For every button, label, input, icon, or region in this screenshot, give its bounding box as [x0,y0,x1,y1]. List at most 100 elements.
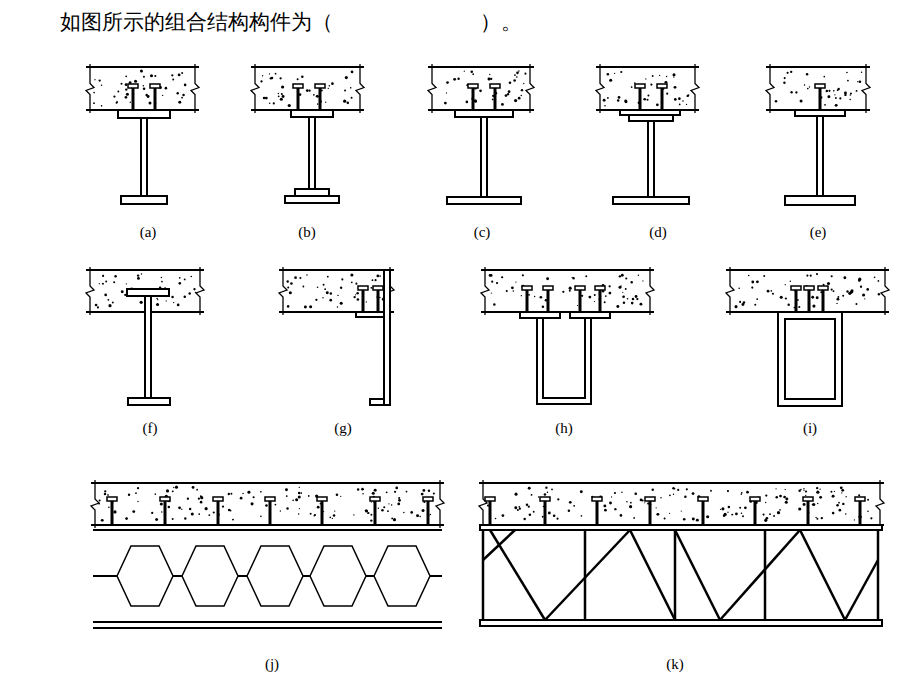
aggregate-dot [269,102,270,103]
aggregate-dot [120,83,122,85]
aggregate-dot [332,518,333,519]
figure-label: (j) [265,656,279,673]
aggregate-dot [171,296,173,298]
steel-plate [785,319,835,399]
aggregate-dot [273,102,275,104]
drawing-line [822,290,825,312]
steel-plate [356,312,384,317]
aggregate-dot [228,493,230,495]
aggregate-dot [302,286,304,288]
aggregate-dot [775,496,778,499]
aggregate-dot [278,95,280,97]
aggregate-dot [200,501,203,504]
aggregate-dot [102,275,104,277]
aggregate-dot [803,488,804,489]
aggregate-dot [470,70,473,73]
aggregate-dot [403,512,404,513]
steel-plate [818,286,828,290]
aggregate-dot [800,99,803,102]
aggregate-dot [325,102,326,103]
aggregate-dot [721,507,724,510]
aggregate-dot [132,510,135,513]
aggregate-dot [625,288,627,290]
aggregate-dot [294,276,297,279]
aggregate-dot [154,75,156,77]
aggregate-dot [805,490,807,492]
aggregate-dot [604,105,606,107]
aggregate-dot [514,74,516,76]
aggregate-dot [309,90,311,92]
aggregate-dot [101,519,104,522]
aggregate-dot [422,489,425,492]
aggregate-dot [173,302,174,303]
aggregate-dot [850,94,851,95]
drawing-line [599,290,602,312]
aggregate-dot [686,488,688,490]
aggregate-dot [588,296,591,299]
aggregate-dot [866,288,869,291]
aggregate-dot [464,71,465,72]
aggregate-dot [542,305,545,308]
drawing-line [702,501,705,525]
drawing-line [374,501,377,525]
break-mark [279,267,287,315]
aggregate-dot [625,100,628,103]
aggregate-dot [812,305,815,308]
aggregate-dot [143,76,145,78]
steel-plate [785,196,855,205]
aggregate-dot [660,497,662,499]
aggregate-dot [787,72,789,74]
aggregate-dot [506,290,508,292]
aggregate-dot [739,301,741,303]
aggregate-dot [137,501,138,502]
aggregate-dot [187,498,189,500]
aggregate-dot [688,94,690,96]
aggregate-dot [121,290,124,293]
aggregate-dot [329,517,331,519]
aggregate-dot [874,277,876,279]
drawing-line [217,501,220,525]
aggregate-dot [843,276,846,279]
steel-plate [803,497,813,501]
drawing-line [482,530,485,620]
steel-plate [490,84,500,88]
figure-label: (c) [474,224,491,241]
break-mark [876,480,884,528]
drawing-line [547,290,550,312]
aggregate-dot [279,77,281,79]
aggregate-dot [811,296,814,299]
aggregate-dot [841,489,844,492]
aggregate-dot [683,518,686,521]
drawing-line [93,529,442,531]
aggregate-dot [253,496,255,498]
steel-plate [145,296,151,398]
aggregate-dot [686,95,688,97]
figure-label: (i) [803,420,817,437]
aggregate-dot [166,489,169,492]
aggregate-dot [156,303,159,306]
aggregate-dot [878,293,880,295]
aggregate-dot [534,296,535,297]
drawing-line [303,575,310,577]
steel-plate [384,270,390,405]
aggregate-dot [286,280,288,282]
aggregate-dot [823,76,825,78]
aggregate-dot [162,95,163,96]
aggregate-dot [430,514,432,516]
aggregate-dot [626,501,628,503]
steel-plate [791,286,801,290]
aggregate-dot [344,90,346,92]
aggregate-dot [370,519,372,521]
aggregate-dot [147,95,150,98]
aggregate-dot [842,295,844,297]
aggregate-dot [621,274,624,277]
drawing-line [764,530,767,620]
aggregate-dot [232,519,234,521]
aggregate-dot [607,97,609,99]
aggregate-dot [682,100,684,102]
aggregate-dot [572,277,574,279]
aggregate-dot [326,291,329,294]
aggregate-dot [837,296,839,298]
aggregate-dot [340,496,341,497]
aggregate-dot [306,89,309,92]
